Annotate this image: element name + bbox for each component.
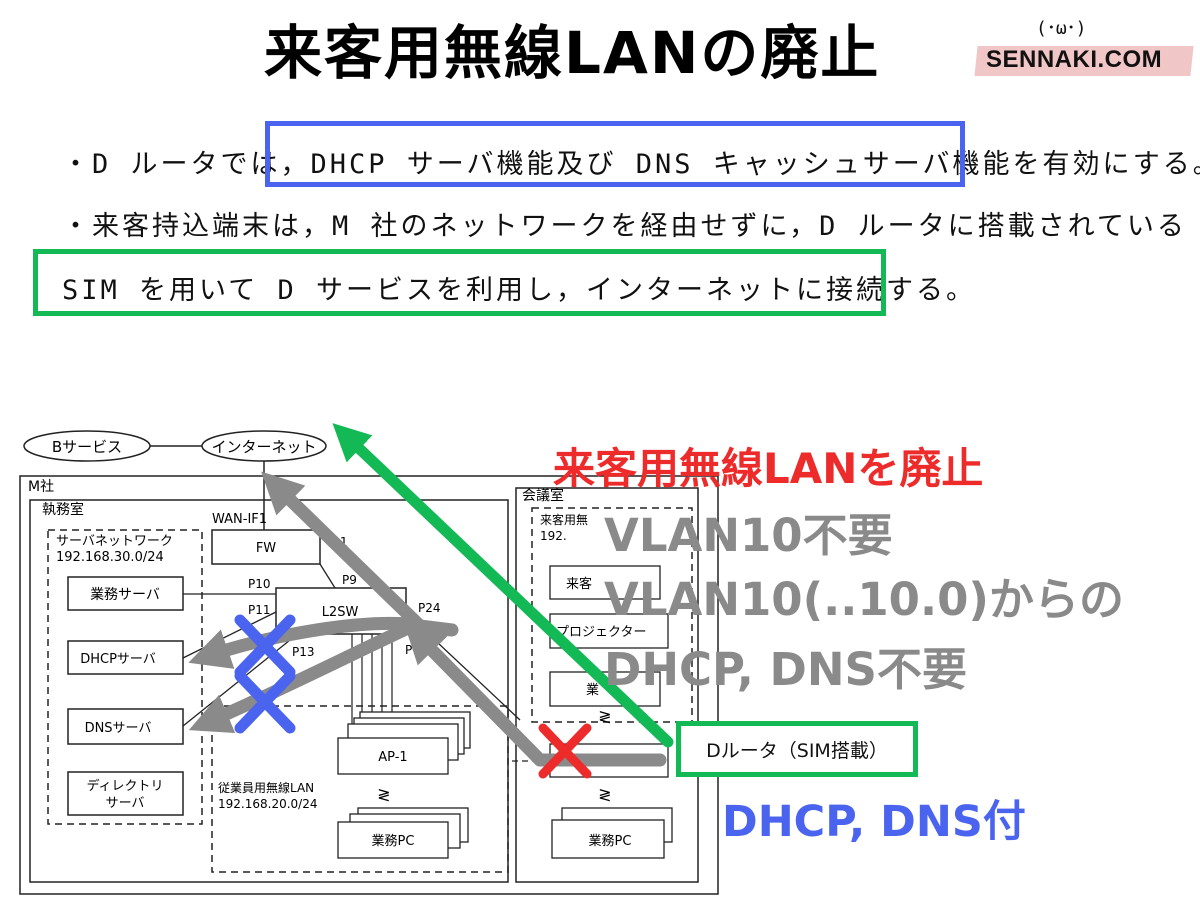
server-network-addr: 192.168.30.0/24 [56, 550, 164, 565]
port-p10-label: P10 [248, 577, 271, 591]
meeting-device-label: 業 [586, 682, 599, 698]
grey-arrows [188, 471, 667, 767]
fw-box [211, 529, 321, 565]
port-1-label: 1 [340, 535, 348, 549]
doc-line-3: SIM を用いて D サービスを利用し，インターネットに接続する。 [62, 275, 976, 306]
port-p9-label: P9 [342, 573, 357, 587]
meeting-room-frame [515, 487, 699, 883]
directory-server-box [67, 771, 184, 816]
blue-x-icon-2 [234, 670, 296, 734]
business-pc-stack [337, 807, 469, 859]
business-pc-label: 業務PC [372, 833, 415, 849]
meeting-pc-label: 業務PC [589, 833, 632, 849]
blue-x-icon-1 [234, 614, 296, 678]
guest-lan-label: 来客用無 [540, 512, 588, 527]
projector-label: プロジェクター [556, 625, 646, 640]
guest-pc-label: 来客 [566, 576, 592, 592]
company-frame [19, 475, 719, 895]
employee-lan-addr: 192.168.20.0/24 [218, 797, 317, 811]
page-title: 来客用無線LANの廃止 [264, 19, 881, 87]
annotation-dhcp-dns-unneeded: DHCP, DNS不要 [604, 643, 967, 696]
internet-label: インターネット [211, 438, 316, 456]
red-x-icon [538, 723, 592, 779]
internet-cloud: インターネット [201, 430, 327, 462]
server-network-frame [47, 529, 203, 825]
doc-line-1: ・D ルータでは，DHCP サーバ機能及び DNS キャッシュサーバ機能を有効に… [62, 149, 1200, 180]
meeting-pc-stack [551, 807, 673, 859]
meeting-room-label: 会議室 [522, 487, 564, 504]
port-p-label: P [405, 643, 412, 657]
directory-server-label-1: ディレクトリ [86, 778, 163, 794]
company-label: M社 [28, 479, 54, 495]
dns-server-label: DNSサーバ [85, 721, 152, 736]
guest-lan-addr: 192. [540, 529, 567, 543]
dns-server-box [67, 708, 184, 745]
annotation-dhcp-dns-included: DHCP, DNS付 [722, 797, 1026, 847]
annotation-vlan10-unneeded: VLAN10不要 [604, 509, 893, 562]
ap1-stack [337, 711, 471, 775]
site-logo: (･ω･) SENNAKI.COM [974, 18, 1194, 76]
server-network-label: サーバネットワーク [56, 534, 173, 549]
annotation-abolish: 来客用無線LANを廃止 [553, 444, 984, 493]
dhcp-server-label: DHCPサーバ [80, 652, 156, 667]
ap1-label: AP-1 [378, 750, 407, 765]
fw-label: FW [256, 541, 276, 556]
green-internet-arrow [332, 423, 674, 748]
employee-lan-label: 従業員用無線LAN [218, 780, 314, 795]
annotation-vlan10-from: VLAN10(..10.0)からの [604, 573, 1124, 626]
highlight-sim-internet [33, 249, 886, 316]
l2sw-label: L2SW [322, 605, 359, 620]
b-service-cloud: Bサービス [23, 430, 151, 462]
logo-text: SENNAKI.COM [986, 46, 1163, 73]
office-label: 執務室 [42, 501, 84, 518]
port-p11-label: P11 [248, 603, 271, 617]
business-server-label: 業務サーバ [90, 587, 160, 603]
wan-if-label: WAN-IF1 [212, 512, 267, 527]
wireless-icon-3: ≷ [598, 785, 611, 804]
port-p13-label: P13 [292, 645, 315, 659]
port-p24-label: P24 [418, 601, 441, 615]
d-router-box: Dルータ（SIM搭載） [676, 721, 918, 777]
b-service-label: Bサービス [52, 438, 122, 456]
highlight-dhcp-dns [265, 121, 965, 187]
doc-line-2: ・来客持込端末は，M 社のネットワークを経由せずに，D ルータに搭載されている [62, 211, 1187, 242]
employee-lan-frame [211, 705, 509, 873]
directory-server-label-2: サーバ [106, 796, 145, 811]
guest-pc-box [549, 565, 661, 600]
logo-face-icon: (･ω･) [1036, 18, 1087, 39]
wireless-icon-1: ≷ [377, 785, 390, 804]
wireless-icon-2: ≷ [598, 707, 611, 726]
